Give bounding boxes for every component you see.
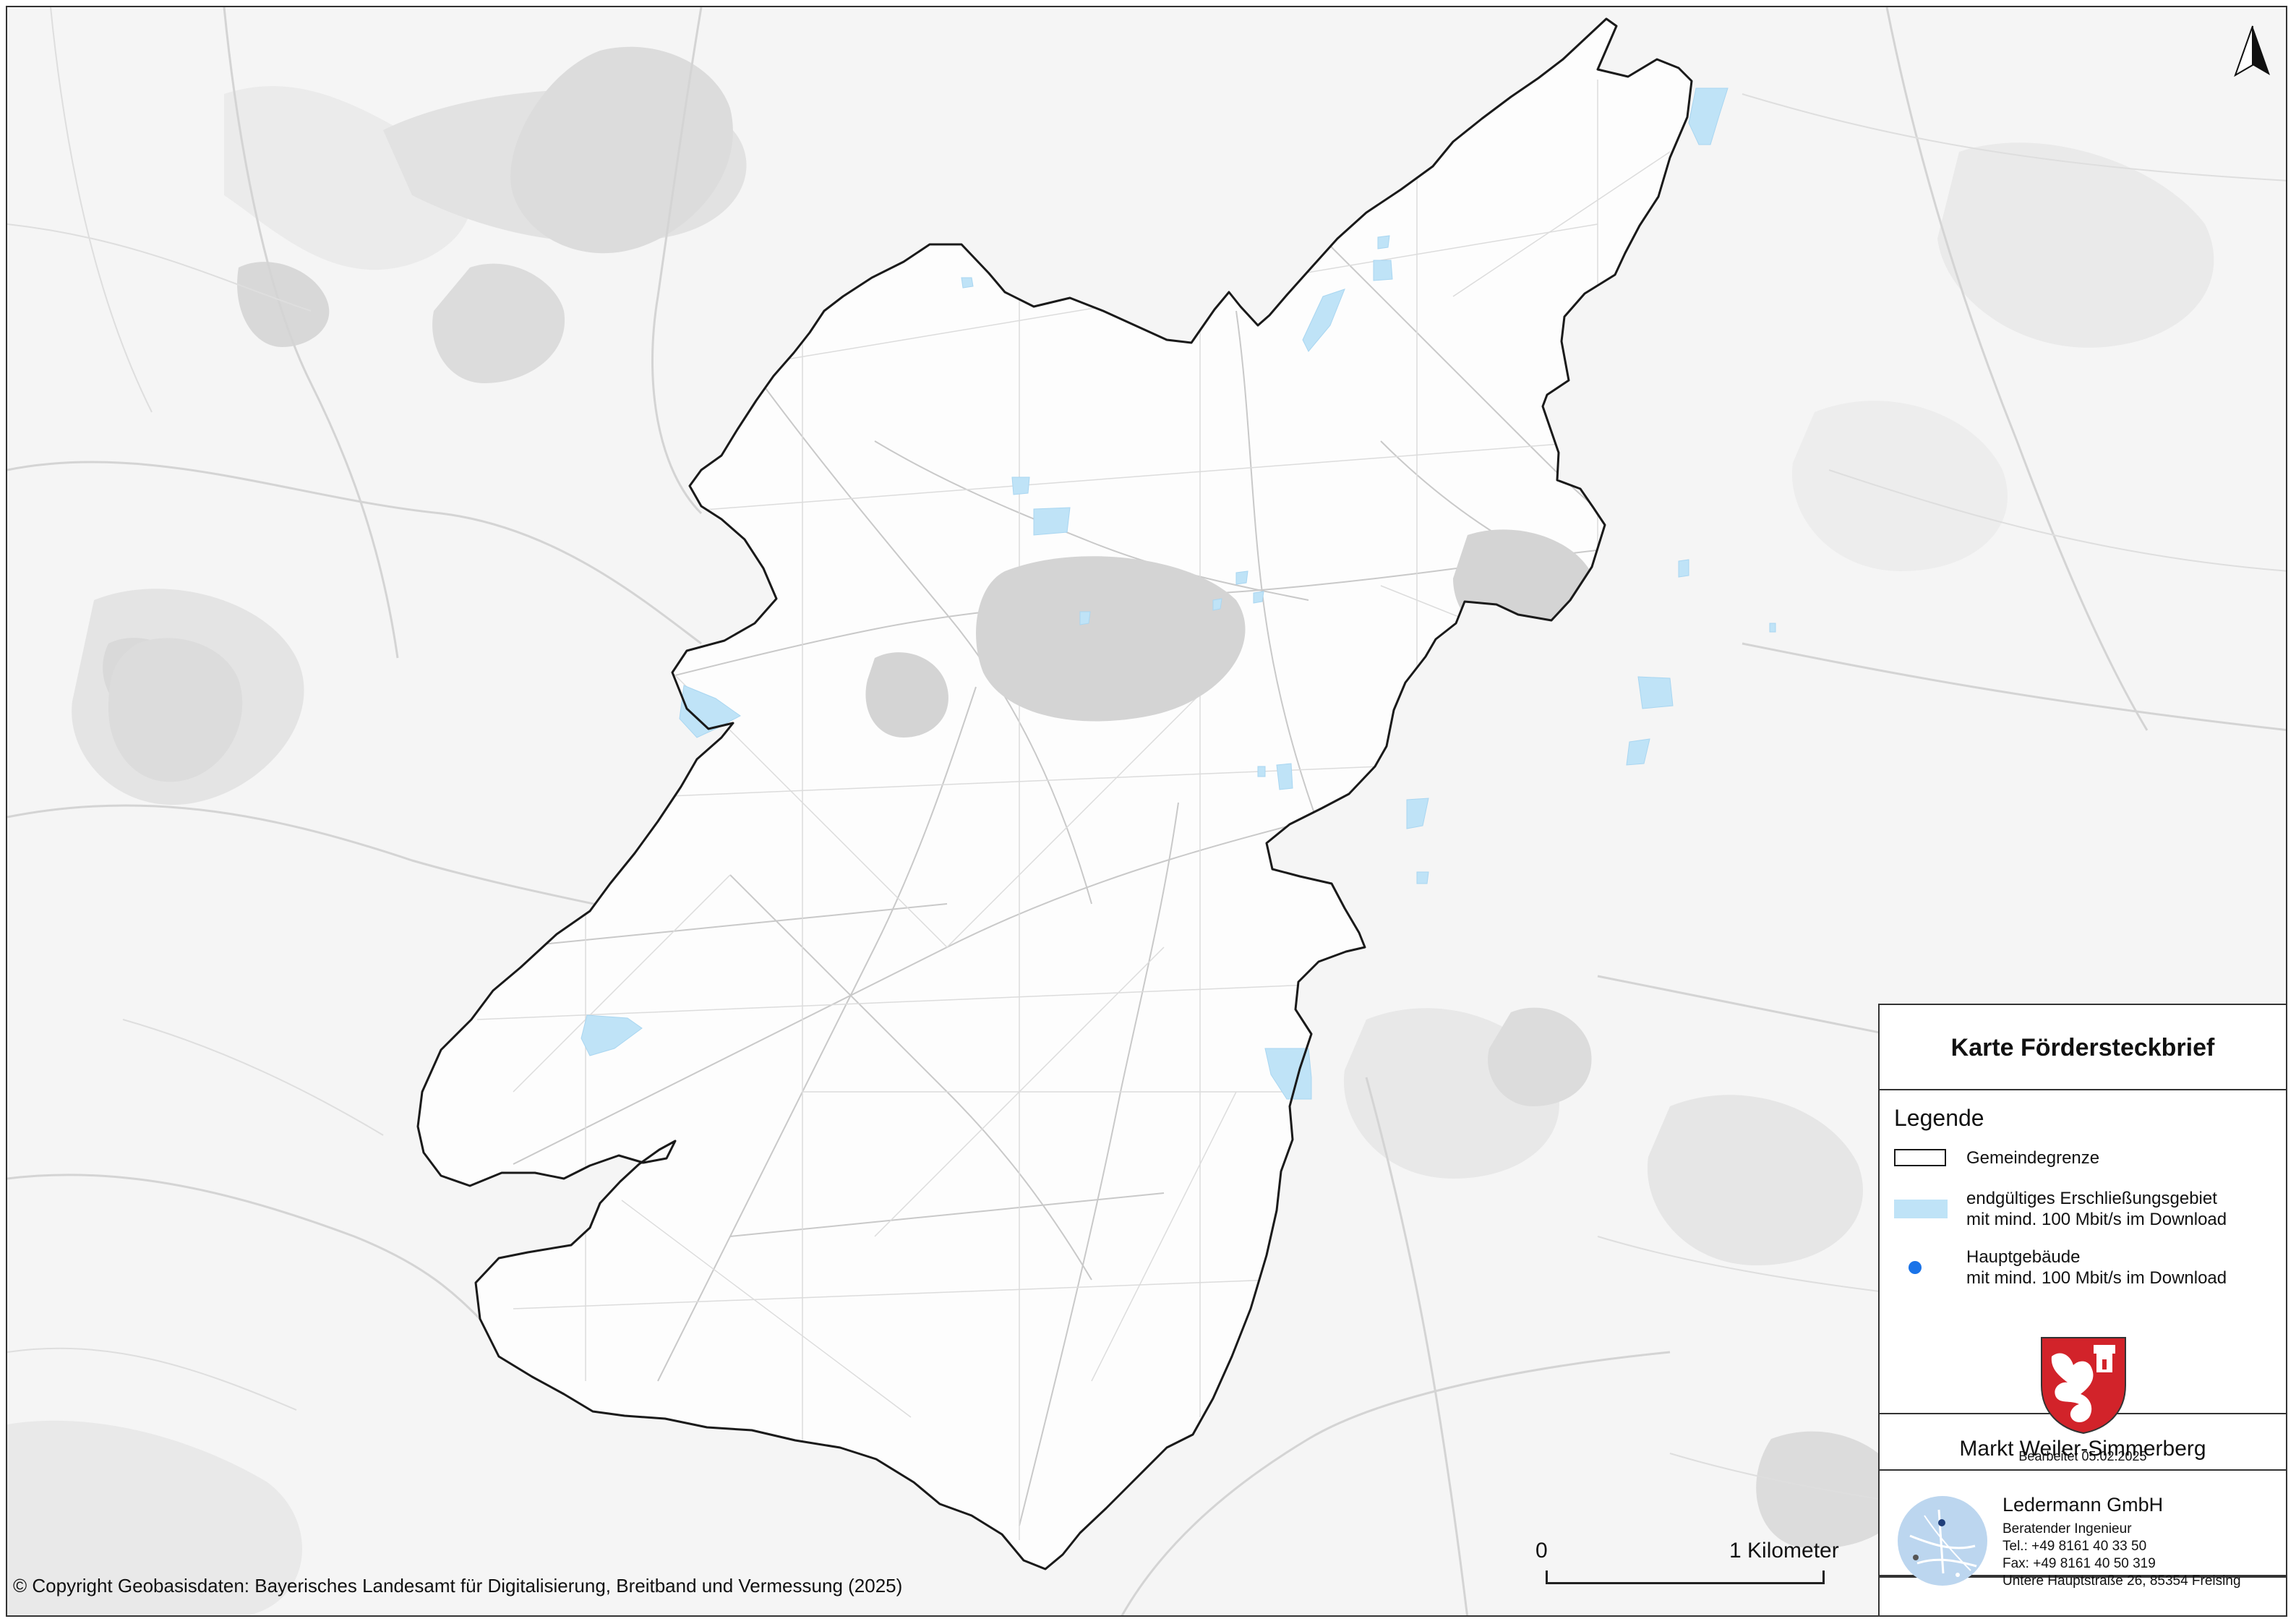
legend-panel: Karte Fördersteckbrief Legende Gemeindeg… [1878,1004,2287,1617]
legend-heading: Legende [1894,1105,1984,1131]
point-symbol [1909,1261,1922,1274]
scale-bar: 0 1 Kilometer [1535,1539,1854,1597]
legend-item-label: endgültiges Erschließungsgebiet [1966,1189,2217,1208]
network-logo-icon [1898,1496,1987,1586]
legend-divider [1880,1576,2286,1578]
company-block: Ledermann GmbH Beratender Ingenieur Tel.… [2002,1494,2241,1590]
scale-tick-end [1822,1570,1825,1584]
scale-line [1546,1582,1825,1584]
coat-of-arms-icon [2041,1337,2126,1435]
north-arrow-icon [2234,25,2270,77]
map-title: Karte Fördersteckbrief [1950,1034,2215,1061]
area-symbol [1894,1200,1948,1218]
municipality-name: Markt Weiler-Simmerberg [1959,1437,2206,1461]
legend-title-section: Karte Fördersteckbrief [1880,1005,2286,1090]
legend-divider-2 [1880,1469,2286,1471]
map-frame [6,6,2287,1617]
municipality-boundary [416,17,1693,1570]
company-name: Ledermann GmbH [2002,1494,2164,1516]
map-canvas[interactable] [7,7,2287,1617]
edited-date: Bearbeitet 05.02.2025 [2018,1449,2147,1463]
legend-item-label: Gemeindegrenze [1966,1148,2100,1168]
legend-item-sublabel: mit mind. 100 Mbit/s im Download [1966,1268,2227,1288]
company-subtitle: Beratender Ingenieur [2002,1521,2132,1537]
copyright-notice: © Copyright Geobasisdaten: Bayerisches L… [13,1575,903,1597]
company-address: Untere Hauptstraße 26, 85354 Freising [2002,1573,2241,1589]
boundary-symbol [1894,1149,1946,1166]
company-fax: Fax: +49 8161 40 50 319 [2002,1556,2156,1571]
legend-item-label: Hauptgebäude [1966,1247,2081,1267]
legend-municipality-section [1880,1414,2286,1576]
scale-end-label: 1 Kilometer [1729,1539,1839,1563]
legend-item-sublabel: mit mind. 100 Mbit/s im Download [1966,1210,2227,1229]
scale-tick-start [1546,1570,1548,1584]
company-tel: Tel.: +49 8161 40 33 50 [2002,1539,2147,1554]
scale-zero-label: 0 [1535,1539,1548,1563]
basemap-settlements [108,46,1592,1106]
development-areas [581,87,1776,1100]
